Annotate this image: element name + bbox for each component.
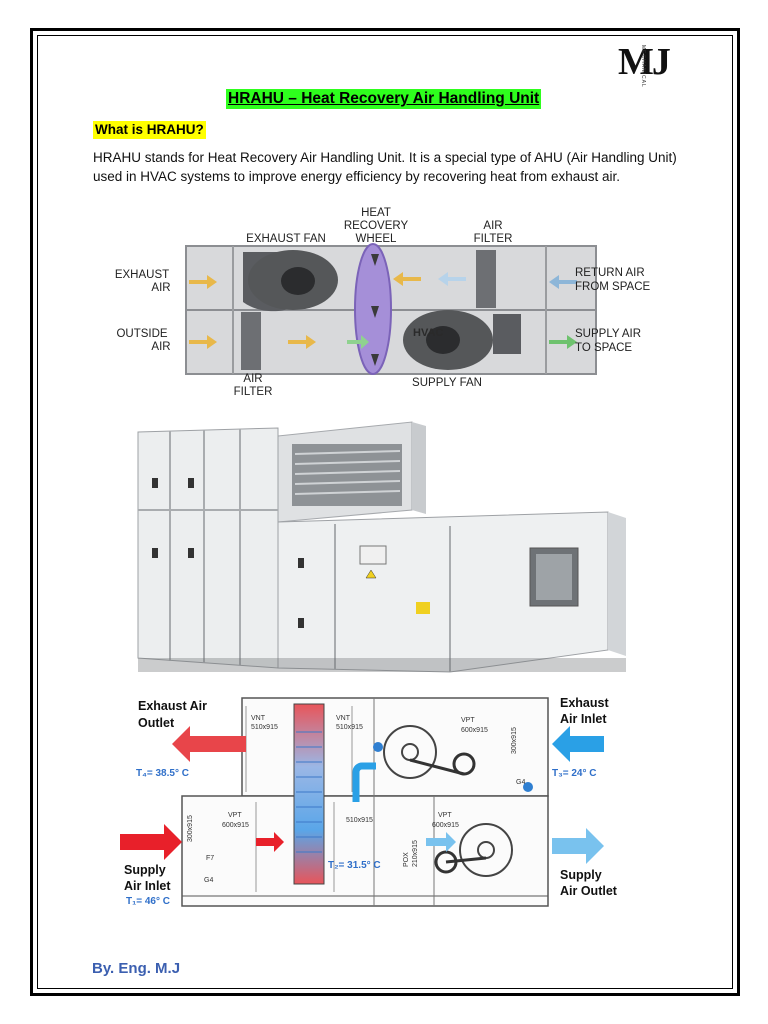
hrahu-unit-photo: [130, 418, 646, 680]
label-t4: T₄= 38.5° C: [136, 768, 189, 779]
label-dim-300-bottom: 300x915: [187, 815, 194, 842]
cooled-air-arrow: [426, 832, 456, 852]
exhaust-duct-bend: [352, 762, 376, 802]
wheel-supply-arrow: [347, 335, 369, 349]
label-exhaust-fan: EXHAUST FAN: [246, 233, 326, 245]
heat-recovery-wheel-diagram: HVAC HEAT RECOVERY WHEEL EXHAUST FAN AIR…: [93, 194, 675, 406]
exhaust-air-arrow: [189, 275, 217, 289]
label-air-filter-bottom-2: FILTER: [234, 386, 273, 398]
return-air-arrow: [549, 275, 577, 289]
label-supply-outlet-1: Supply: [560, 868, 602, 882]
hrahu-section-diagram: VNT 510x915 VNT 510x915 VPT 600x915 VPT …: [116, 692, 626, 914]
label-wheel: WHEEL: [356, 233, 398, 245]
label-supply-air-1: SUPPLY AIR: [575, 328, 641, 340]
filter-flow-arrow: [438, 272, 466, 286]
label-exhaust-air-1: EXHAUST: [115, 269, 169, 281]
filtered-outside-air-arrow: [288, 335, 316, 349]
label-vpt-top-dim: 600x915: [461, 727, 488, 734]
label-heat: HEAT: [361, 207, 391, 219]
label-vpt-bottom-right: VPT: [438, 812, 452, 819]
page-border-inner: [37, 35, 733, 989]
exhaust-air-inlet-arrow: [552, 726, 604, 762]
label-pox-dim: 210x915: [412, 840, 419, 867]
label-return-air-1: RETURN AIR: [575, 267, 645, 279]
label-g4-top: G4: [516, 779, 525, 786]
label-t2: T₂= 31.5° C: [328, 860, 381, 871]
label-recovery: RECOVERY: [344, 220, 409, 232]
intro-paragraph: HRAHU stands for Heat Recovery Air Handl…: [93, 150, 677, 184]
label-pox: POX: [403, 852, 410, 867]
label-vpt-bottom-left-dim: 600x915: [222, 822, 249, 829]
supply-air-arrow: [549, 335, 577, 349]
label-dim-300-top: 300x915: [511, 727, 518, 754]
label-vnt-left: VNT: [251, 715, 266, 722]
label-exhaust-outlet-2: Outlet: [138, 716, 175, 730]
label-vpt-bottom-right-dim: 600x915: [432, 822, 459, 829]
label-vnt-right: VNT: [336, 715, 351, 722]
label-return-air-2: FROM SPACE: [575, 281, 651, 293]
label-vpt-top: VPT: [461, 717, 475, 724]
label-outside-air-1: OUTSIDE: [116, 328, 167, 340]
label-supply-fan: SUPPLY FAN: [412, 377, 482, 389]
label-air-filter-top-2: FILTER: [474, 233, 513, 245]
label-air-filter-top-1: AIR: [483, 220, 502, 232]
label-g4-bottom: G4: [204, 877, 213, 884]
label-exhaust-air-2: AIR: [151, 282, 170, 294]
exhaust-air-outlet-arrow: [172, 726, 246, 762]
author-footer: By. Eng. M.J: [92, 960, 181, 977]
mj-logo: MJ MECHANICAL: [618, 41, 676, 88]
label-t3: T₃= 24° C: [552, 768, 596, 779]
logo-letters: MJ: [618, 41, 671, 83]
section-heading: What is HRAHU?: [93, 121, 206, 139]
label-f7: F7: [206, 855, 214, 862]
label-vpt-bottom-left: VPT: [228, 812, 242, 819]
label-air-filter-bottom-1: AIR: [243, 373, 262, 385]
label-outside-air-2: AIR: [151, 341, 170, 353]
label-vnt-left-dim: 510x915: [251, 724, 278, 731]
supply-inner-arrow: [256, 832, 284, 852]
label-supply-air-2: TO SPACE: [575, 342, 632, 354]
label-exhaust-inlet-2: Air Inlet: [560, 712, 607, 726]
label-exhaust-outlet-1: Exhaust Air: [138, 699, 207, 713]
label-supply-outlet-2: Air Outlet: [560, 884, 618, 898]
exhaust-flow-arrow: [393, 272, 421, 286]
page-border-outer: [30, 28, 740, 996]
label-t1: T₁= 46° C: [126, 896, 170, 907]
label-supply-inlet-2: Air Inlet: [124, 879, 171, 893]
logo-subtext: MECHANICAL: [640, 45, 646, 88]
label-exhaust-inlet-1: Exhaust: [560, 696, 609, 710]
page-title: HRAHU – Heat Recovery Air Handling Unit: [226, 89, 542, 109]
outside-air-arrow: [189, 335, 217, 349]
label-dim-510: 510x915: [346, 817, 373, 824]
supply-air-inlet-arrow: [120, 824, 182, 860]
hvac-fan-badge: HVAC: [413, 327, 443, 339]
label-supply-inlet-1: Supply: [124, 863, 166, 877]
supply-air-outlet-arrow: [552, 828, 604, 864]
label-vnt-right-dim: 510x915: [336, 724, 363, 731]
